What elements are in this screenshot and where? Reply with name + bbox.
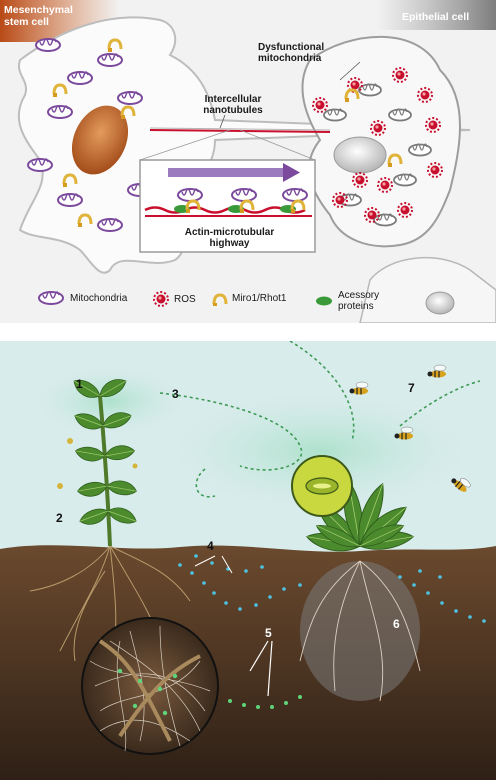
label-3: 3	[172, 387, 179, 401]
label-2: 2	[56, 511, 63, 525]
dysfunctional-mitochondria-label: Dysfunctional mitochondria	[258, 42, 325, 64]
label-1: 1	[76, 377, 83, 391]
label-6: 6	[393, 617, 400, 631]
legend-item-miro: Miro1/Rhot1	[212, 290, 286, 306]
legend-item-accessory-proteins: Acessory proteins	[314, 290, 398, 312]
plant-diagram-panel: 1 2 3 4 5 6 7	[0, 341, 496, 780]
label-7: 7	[408, 381, 415, 395]
cell-diagram-illustration	[0, 0, 496, 323]
accessory-protein-icon	[316, 296, 332, 306]
mesenchymal-stem-cell-tag: Mesenchymal stem cell	[4, 4, 73, 29]
label-5: 5	[265, 626, 272, 640]
plant-diagram-illustration	[0, 341, 496, 780]
label-4: 4	[207, 539, 214, 553]
epithelial-cell-tag: Epithelial cell	[402, 11, 470, 23]
legend: Mitochondria ROS Miro1/Rhot1 Acessory pr…	[0, 290, 496, 316]
actin-microtubular-highway-label: Actin-microtubular highway	[184, 227, 275, 249]
legend-item-ros: ROS	[152, 290, 196, 308]
cell-diagram-panel: Mesenchymal stem cell Epithelial cell Dy…	[0, 0, 496, 323]
legend-item-mitochondria: Mitochondria	[36, 290, 127, 306]
miro-rhot-icon	[212, 293, 228, 306]
intercellular-nanotubules-label: Intercellular nanotubules	[203, 94, 263, 116]
mitochondria-icon	[38, 291, 64, 305]
ros-icon	[153, 291, 169, 307]
